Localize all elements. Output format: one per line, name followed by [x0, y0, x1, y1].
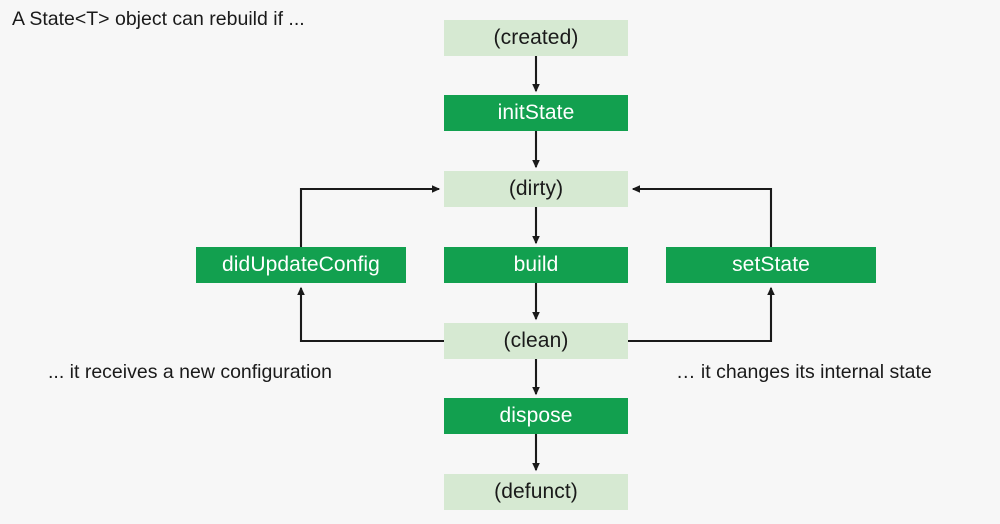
edge-setState-to-dirty	[631, 185, 773, 247]
node-did-update-config[interactable]: didUpdateConfig	[196, 247, 406, 283]
node-dispose[interactable]: dispose	[444, 398, 628, 434]
caption-right: … it changes its internal state	[676, 361, 932, 383]
node-defunct[interactable]: (defunct)	[444, 474, 628, 510]
node-build[interactable]: build	[444, 247, 628, 283]
node-dirty[interactable]: (dirty)	[444, 171, 628, 207]
node-created[interactable]: (created)	[444, 20, 628, 56]
node-set-state[interactable]: setState	[666, 247, 876, 283]
node-clean[interactable]: (clean)	[444, 323, 628, 359]
edge-clean-to-setState	[628, 286, 775, 343]
node-init-state[interactable]: initState	[444, 95, 628, 131]
edge-clean-to-didUpdateConfig	[297, 286, 444, 343]
edge-didUpdateConfig-to-dirty	[299, 185, 441, 247]
diagram-title: A State<T> object can rebuild if ...	[12, 8, 305, 30]
caption-left: ... it receives a new configuration	[48, 361, 332, 383]
